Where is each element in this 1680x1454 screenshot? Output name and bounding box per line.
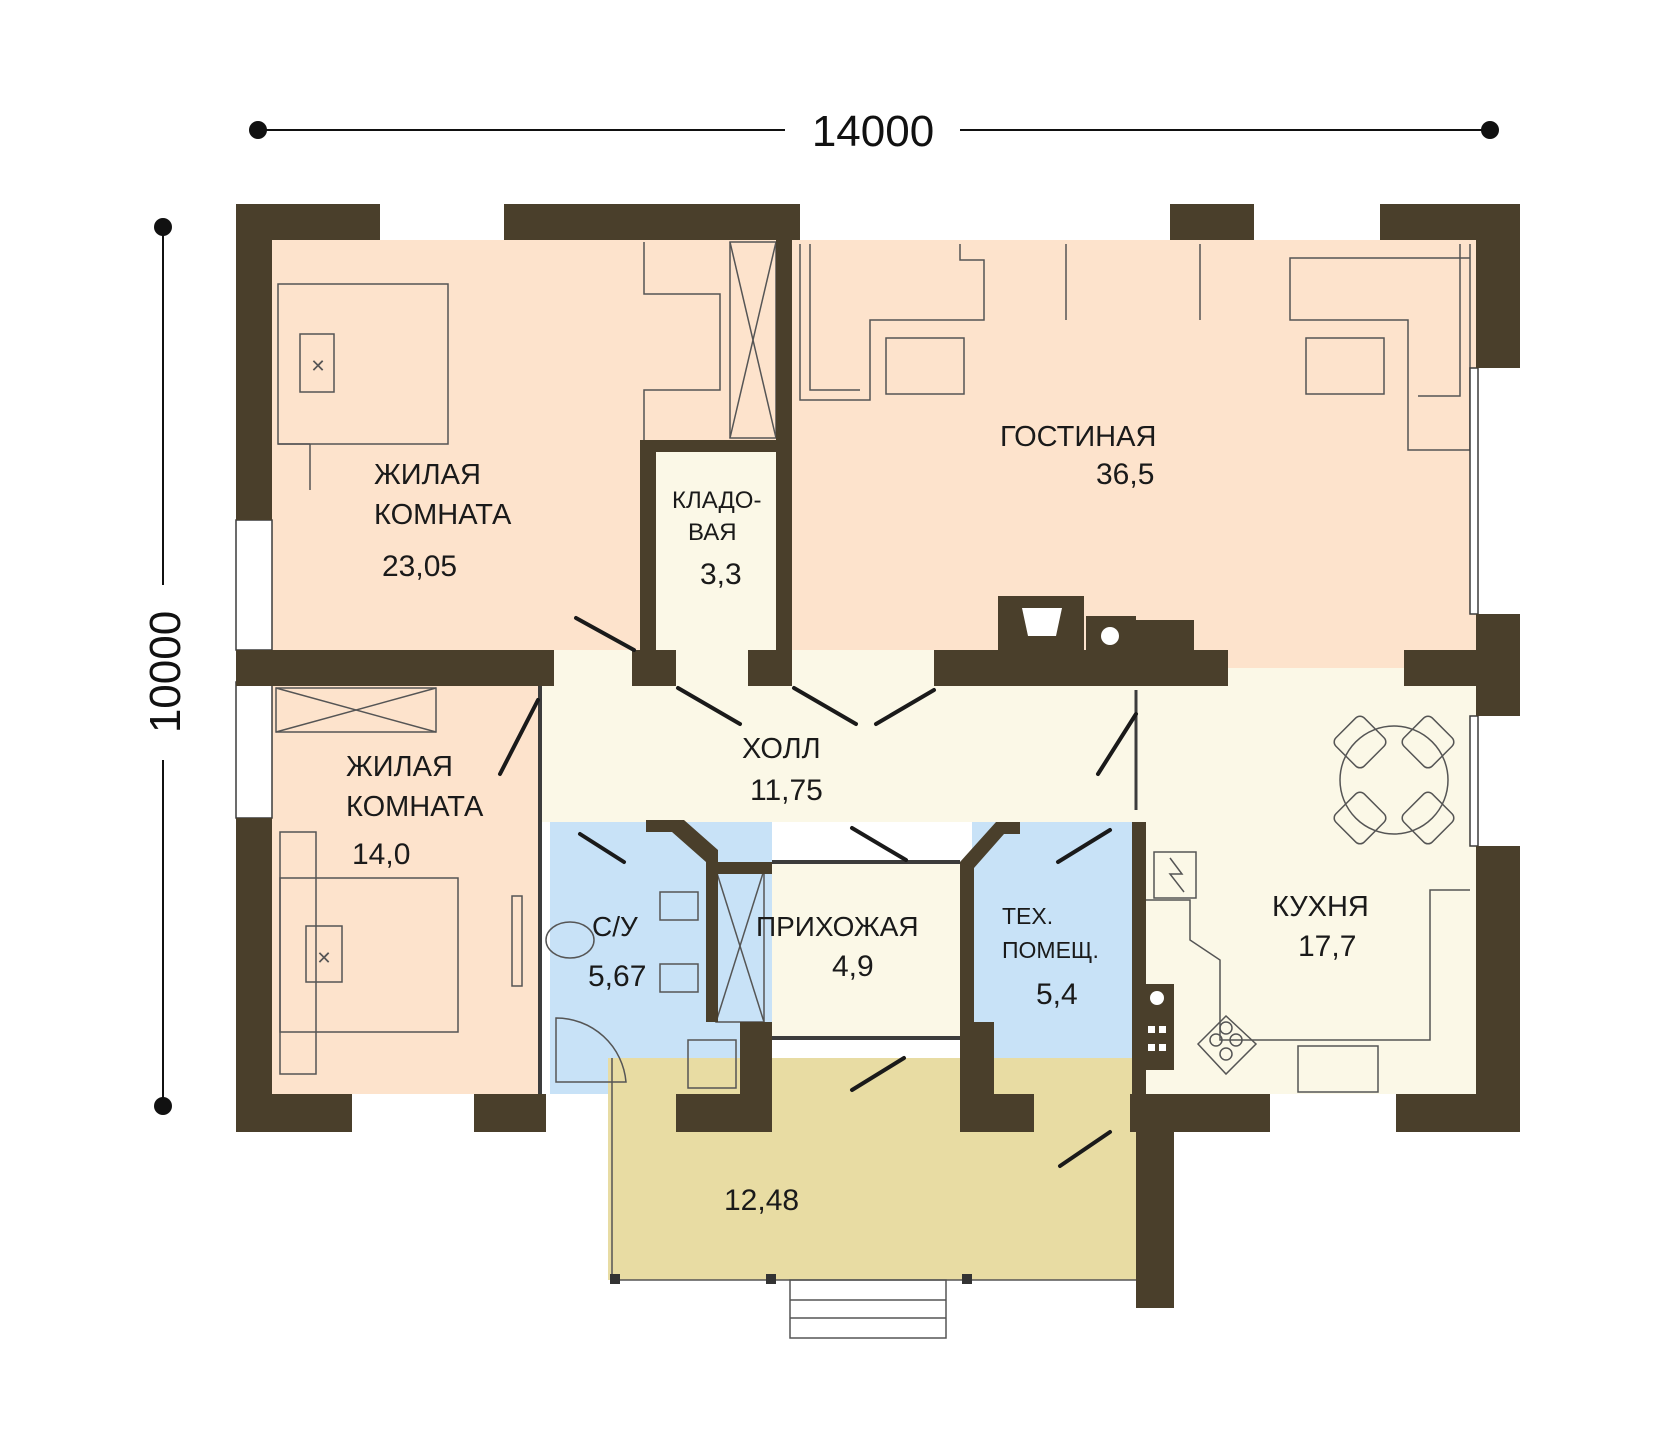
bed-1 bbox=[277, 283, 449, 445]
pantry-name: КЛАДО- ВАЯ bbox=[672, 487, 768, 546]
armchair-left bbox=[885, 337, 965, 395]
window bbox=[235, 519, 273, 651]
walls bbox=[236, 204, 1520, 1308]
door-lounge bbox=[792, 686, 858, 726]
kitchen-name: КУХНЯ bbox=[1272, 891, 1369, 923]
chair bbox=[1401, 715, 1455, 769]
terrace-steps bbox=[789, 1279, 947, 1339]
door-bathroom bbox=[578, 832, 626, 864]
wardrobe-2 bbox=[275, 687, 437, 733]
utility-floor bbox=[972, 822, 1136, 1094]
armchair-right bbox=[1305, 337, 1385, 395]
kitchen-floor bbox=[1136, 668, 1476, 1094]
chair bbox=[1333, 715, 1387, 769]
door-main bbox=[850, 1056, 906, 1092]
terrace-floor bbox=[608, 1058, 1136, 1280]
desk-1 bbox=[643, 242, 721, 442]
window bbox=[1469, 715, 1479, 847]
kitchen-counter bbox=[1140, 889, 1470, 1041]
width-dimension-label: 14000 bbox=[812, 107, 934, 156]
hall-area: 11,75 bbox=[750, 774, 823, 807]
door-bedroom-2 bbox=[498, 698, 540, 776]
door-terrace bbox=[1058, 1130, 1112, 1168]
utility-area: 5,4 bbox=[1036, 978, 1078, 1011]
door-bedroom-1 bbox=[574, 616, 636, 652]
pantry-area: 3,3 bbox=[700, 558, 742, 591]
bedroom-1-floor bbox=[272, 240, 644, 650]
chair bbox=[1401, 791, 1455, 845]
mirror bbox=[511, 895, 523, 987]
door-kitchen bbox=[1096, 712, 1138, 776]
lamp-icon: ✕ bbox=[310, 356, 325, 377]
kitchen-sink bbox=[1297, 1045, 1379, 1093]
bathroom-name: С/У bbox=[592, 911, 638, 942]
chair bbox=[1333, 791, 1387, 845]
cooktop bbox=[1196, 1014, 1258, 1076]
door-utility bbox=[1056, 828, 1112, 864]
bidet bbox=[659, 963, 699, 993]
bedroom-1-name-line2: КОМНАТА bbox=[374, 499, 512, 531]
boiler bbox=[1153, 851, 1197, 899]
shower-cabin bbox=[555, 1017, 627, 1083]
dining-table bbox=[1339, 725, 1449, 835]
lamp-icon-2: ✕ bbox=[316, 948, 331, 969]
window bbox=[1469, 367, 1479, 615]
window bbox=[235, 681, 273, 819]
lounge-area: 36,5 bbox=[1096, 458, 1154, 491]
toilet bbox=[659, 891, 699, 921]
sink bbox=[545, 921, 595, 959]
width-dimension: 14000 bbox=[249, 107, 1499, 156]
door-pantry bbox=[676, 686, 742, 726]
bathroom-area: 5,67 bbox=[588, 960, 646, 993]
pillow-1 bbox=[299, 333, 335, 393]
room-labels: ЖИЛАЯ КОМНАТА 23,05 КЛАДО- ВАЯ 3,3 ГОСТИ… bbox=[346, 421, 1369, 1217]
entry-area: 4,9 bbox=[832, 950, 874, 983]
bedroom-1-name-line1: ЖИЛАЯ bbox=[374, 459, 481, 491]
entry-name: ПРИХОЖАЯ bbox=[756, 911, 919, 942]
sofa-left bbox=[799, 244, 985, 401]
bedroom-2-area: 14,0 bbox=[352, 838, 410, 871]
wardrobe-1-floor bbox=[644, 240, 792, 440]
pantry-floor bbox=[656, 440, 792, 650]
kitchen-area: 17,7 bbox=[1298, 930, 1356, 963]
lounge-name: ГОСТИНАЯ bbox=[1000, 421, 1156, 453]
door-entry bbox=[850, 826, 908, 862]
height-dimension-label: 10000 bbox=[141, 611, 190, 733]
pillow-2 bbox=[305, 925, 343, 983]
washing-machine bbox=[687, 1039, 737, 1089]
entry-floor bbox=[772, 862, 960, 1038]
height-dimension: 10000 bbox=[141, 218, 190, 1115]
bedroom-2-name: ЖИЛАЯ КОМНАТА bbox=[346, 751, 484, 823]
nightstand bbox=[279, 831, 317, 1075]
doors bbox=[498, 616, 1138, 1168]
bedroom-1-area: 23,05 bbox=[382, 550, 457, 583]
partitions bbox=[235, 240, 1479, 1100]
terrace-area: 12,48 bbox=[724, 1184, 799, 1217]
hall-name: ХОЛЛ bbox=[742, 733, 821, 765]
lounge-floor bbox=[792, 240, 1476, 668]
stove-burner-icon bbox=[1101, 627, 1119, 645]
bedroom-1-name: ЖИЛАЯ КОМНАТА bbox=[374, 459, 512, 531]
door-lounge-2 bbox=[874, 688, 936, 726]
utility-name: ТЕХ. ПОМЕЩ. bbox=[1002, 903, 1099, 963]
fireplace-opening bbox=[1022, 608, 1062, 636]
